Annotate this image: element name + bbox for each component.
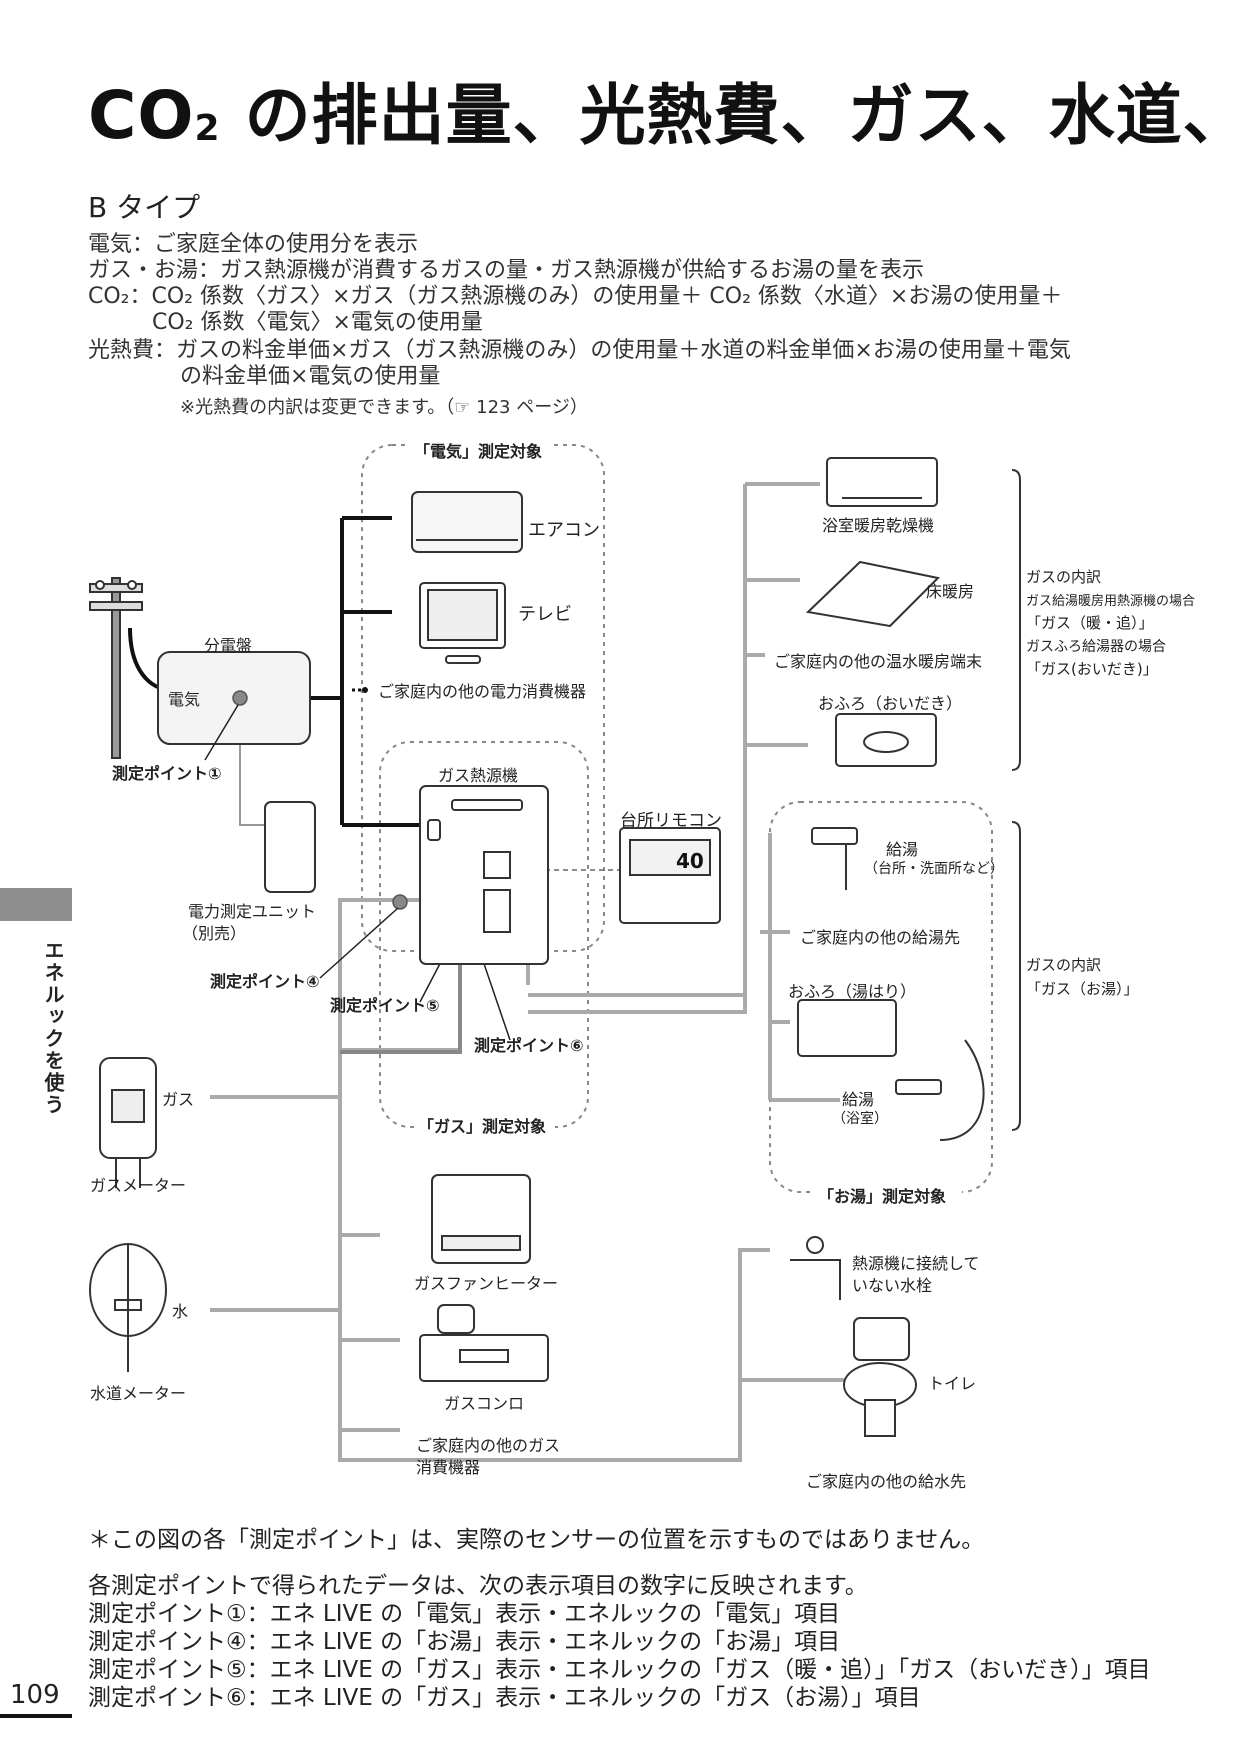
aircon-label: エアコン — [528, 520, 600, 541]
kitchen-remote-icon — [619, 827, 721, 924]
tap-label-2: いない水栓 — [852, 1276, 933, 1295]
desc-line-2: ガス・お湯：ガス熱源機が消費するガスの量・ガス熱源機が供給するお湯の量を表示 — [88, 258, 925, 283]
gas-heater-label: ガス熱源機 — [438, 766, 519, 785]
page-number: 109 — [10, 1680, 60, 1710]
kyuto-1-label: 給湯 — [886, 840, 919, 859]
ofuro-oidaki-label: おふろ（おいだき） — [818, 694, 963, 713]
other-water-label: ご家庭内の他の給水先 — [806, 1472, 967, 1491]
oyu-target-label: 「お湯」測定対象 — [818, 1187, 947, 1206]
floor-heating-icon — [805, 560, 941, 628]
note-line-3: 測定ポイント④：エネ LIVE の「お湯」表示・エネルックの「お湯」項目 — [88, 1629, 841, 1655]
section-tab-label: エネルックを使う — [41, 940, 65, 1116]
gas-breakdown-a-4: ガスふろ給湯器の場合 — [1026, 639, 1166, 655]
tv-icon — [419, 582, 506, 664]
desc-line-5: 光熱費：ガスの料金単価×ガス（ガス熱源機のみ）の使用量＋水道の料金単価×お湯の使… — [88, 338, 1071, 363]
desc-line-1: 電気：ご家庭全体の使用分を表示 — [88, 232, 419, 257]
gas-breakdown-a-3: 「ガス（暖・追）」 — [1026, 614, 1154, 632]
kyuto-2-sub: （浴室） — [832, 1111, 888, 1127]
bath-dryer-label: 浴室暖房乾燥機 — [822, 516, 935, 535]
other-gas-label-2: 消費機器 — [416, 1458, 481, 1477]
stove-label: ガスコンロ — [444, 1394, 525, 1413]
gas-breakdown-b-1: ガスの内訳 — [1026, 956, 1102, 974]
power-unit-icon — [264, 801, 316, 893]
water-meter-icon — [89, 1243, 167, 1372]
denki-label: 電気 — [168, 690, 201, 709]
gas-breakdown-a-2: ガス給湯暖房用熱源機の場合 — [1026, 594, 1196, 609]
aircon-icon — [411, 491, 523, 553]
mp6-label: 測定ポイント⑥ — [474, 1036, 584, 1055]
power-unit-sub: （別売） — [182, 924, 247, 943]
bath-dryer-icon — [826, 457, 938, 507]
gas-target-label: 「ガス」測定対象 — [418, 1117, 547, 1136]
toilet-label: トイレ — [928, 1374, 977, 1393]
gas-label: ガス — [162, 1090, 195, 1109]
note-line-1: 各測定ポイントで得られたデータは、次の表示項目の数字に反映されます。 — [88, 1573, 868, 1599]
faucet-icon — [811, 827, 858, 890]
water-label: 水 — [172, 1302, 189, 1321]
note-line-2: 測定ポイント①：エネ LIVE の「電気」表示・エネルックの「電気」項目 — [88, 1601, 841, 1627]
gas-breakdown-a-1: ガスの内訳 — [1026, 568, 1102, 586]
utility-pole-icon — [89, 577, 143, 759]
gas-heater-icon — [419, 785, 549, 965]
desc-line-3: CO₂：CO₂ 係数〈ガス〉×ガス（ガス熱源機のみ）の使用量＋ CO₂ 係数〈水… — [88, 284, 1063, 309]
gas-meter-label: ガスメーター — [90, 1176, 187, 1195]
desc-note: ※光熱費の内訳は変更できます。（☞ 123 ページ） — [180, 397, 588, 418]
other-hydronic-label: ご家庭内の他の温水暖房端末 — [774, 652, 983, 671]
gas-breakdown-b-2: 「ガス（お湯）」 — [1026, 980, 1139, 998]
other-gas-label-1: ご家庭内の他のガス — [416, 1436, 561, 1455]
fan-heater-icon — [431, 1174, 531, 1264]
tv-label: テレビ — [518, 604, 572, 625]
section-tab-marker — [0, 888, 72, 921]
panel-label: 分電盤 — [204, 636, 253, 655]
mp4-label: 測定ポイント④ — [210, 972, 320, 991]
remote-label: 台所リモコン — [620, 811, 722, 831]
note-line-5: 測定ポイント⑥：エネ LIVE の「ガス」表示・エネルックの「ガス（お湯）」項目 — [88, 1685, 921, 1711]
toilet-icon — [843, 1317, 917, 1437]
page-number-rule — [0, 1714, 72, 1718]
floor-heat-label: 床暖房 — [926, 582, 975, 601]
ofuro-yuhari-label: おふろ（湯はり） — [788, 982, 917, 1001]
kyuto-1-sub: （台所・洗面所など） — [864, 861, 1004, 877]
gas-meter-icon — [99, 1057, 157, 1188]
page-title: CO2 の排出量、光熱費、ガス、水道、 — [88, 77, 1240, 154]
gas-breakdown-a-5: 「ガス(おいだき)」 — [1026, 660, 1158, 678]
desc-line-4: CO₂ 係数〈電気〉×電気の使用量 — [152, 310, 483, 335]
bathtub-fill-icon — [797, 999, 897, 1057]
denki-target-label: 「電気」測定対象 — [414, 442, 543, 461]
bathtub-reheat-icon — [835, 713, 937, 767]
kyuto-2-label: 給湯 — [842, 1090, 875, 1109]
shower-icon — [895, 1039, 985, 1141]
tap-label-1: 熱源機に接続して — [852, 1254, 980, 1273]
power-unit-label: 電力測定ユニット — [188, 902, 317, 921]
remote-temp: 40 — [676, 849, 704, 873]
gas-stove-icon — [419, 1304, 549, 1382]
water-meter-label: 水道メーター — [90, 1384, 187, 1403]
other-power-label: ご家庭内の他の電力消費機器 — [378, 682, 587, 701]
note-line-4: 測定ポイント⑤：エネ LIVE の「ガス」表示・エネルックの「ガス（暖・追）」「… — [88, 1657, 1151, 1683]
water-tap-icon — [790, 1236, 841, 1300]
section-heading: B タイプ — [88, 191, 201, 224]
other-hot-label: ご家庭内の他の給湯先 — [800, 928, 961, 947]
mp5-label: 測定ポイント⑤ — [330, 996, 440, 1015]
disclaimer-note: ＊この図の各「測定ポイント」は、実際のセンサーの位置を示すものではありません。 — [88, 1527, 985, 1553]
fan-heater-label: ガスファンヒーター — [414, 1274, 559, 1293]
desc-line-6: の料金単価×電気の使用量 — [180, 364, 441, 389]
mp1-label: 測定ポイント① — [112, 764, 222, 783]
